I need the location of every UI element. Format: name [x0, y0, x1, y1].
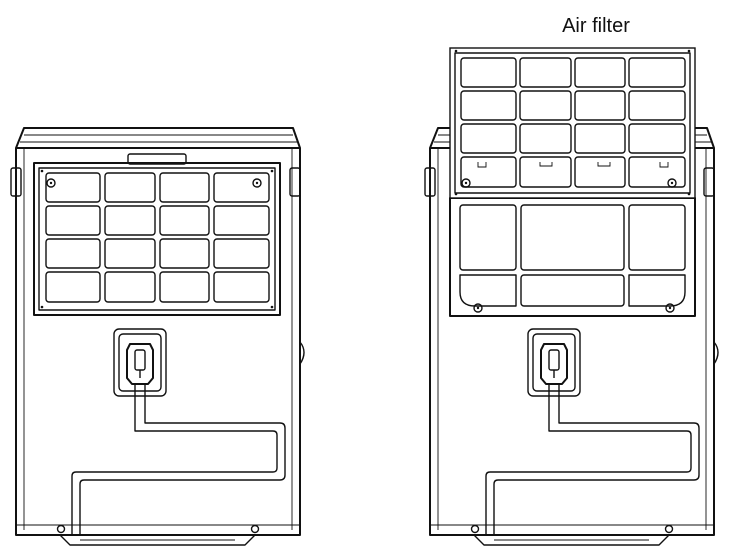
- drain-outlet-left: [113, 328, 167, 397]
- air-filter-label: Air filter: [562, 15, 630, 37]
- air-filter: [449, 47, 696, 199]
- drain-outlet-right: [527, 328, 581, 397]
- grille-cells-left: [45, 172, 270, 303]
- drain-hose-left: [71, 384, 286, 535]
- unit-filter-installed: [10, 127, 305, 546]
- drain-hose-right: [485, 384, 700, 535]
- exposed-frame-cells: [459, 204, 686, 307]
- unit-filter-removed: [424, 47, 719, 546]
